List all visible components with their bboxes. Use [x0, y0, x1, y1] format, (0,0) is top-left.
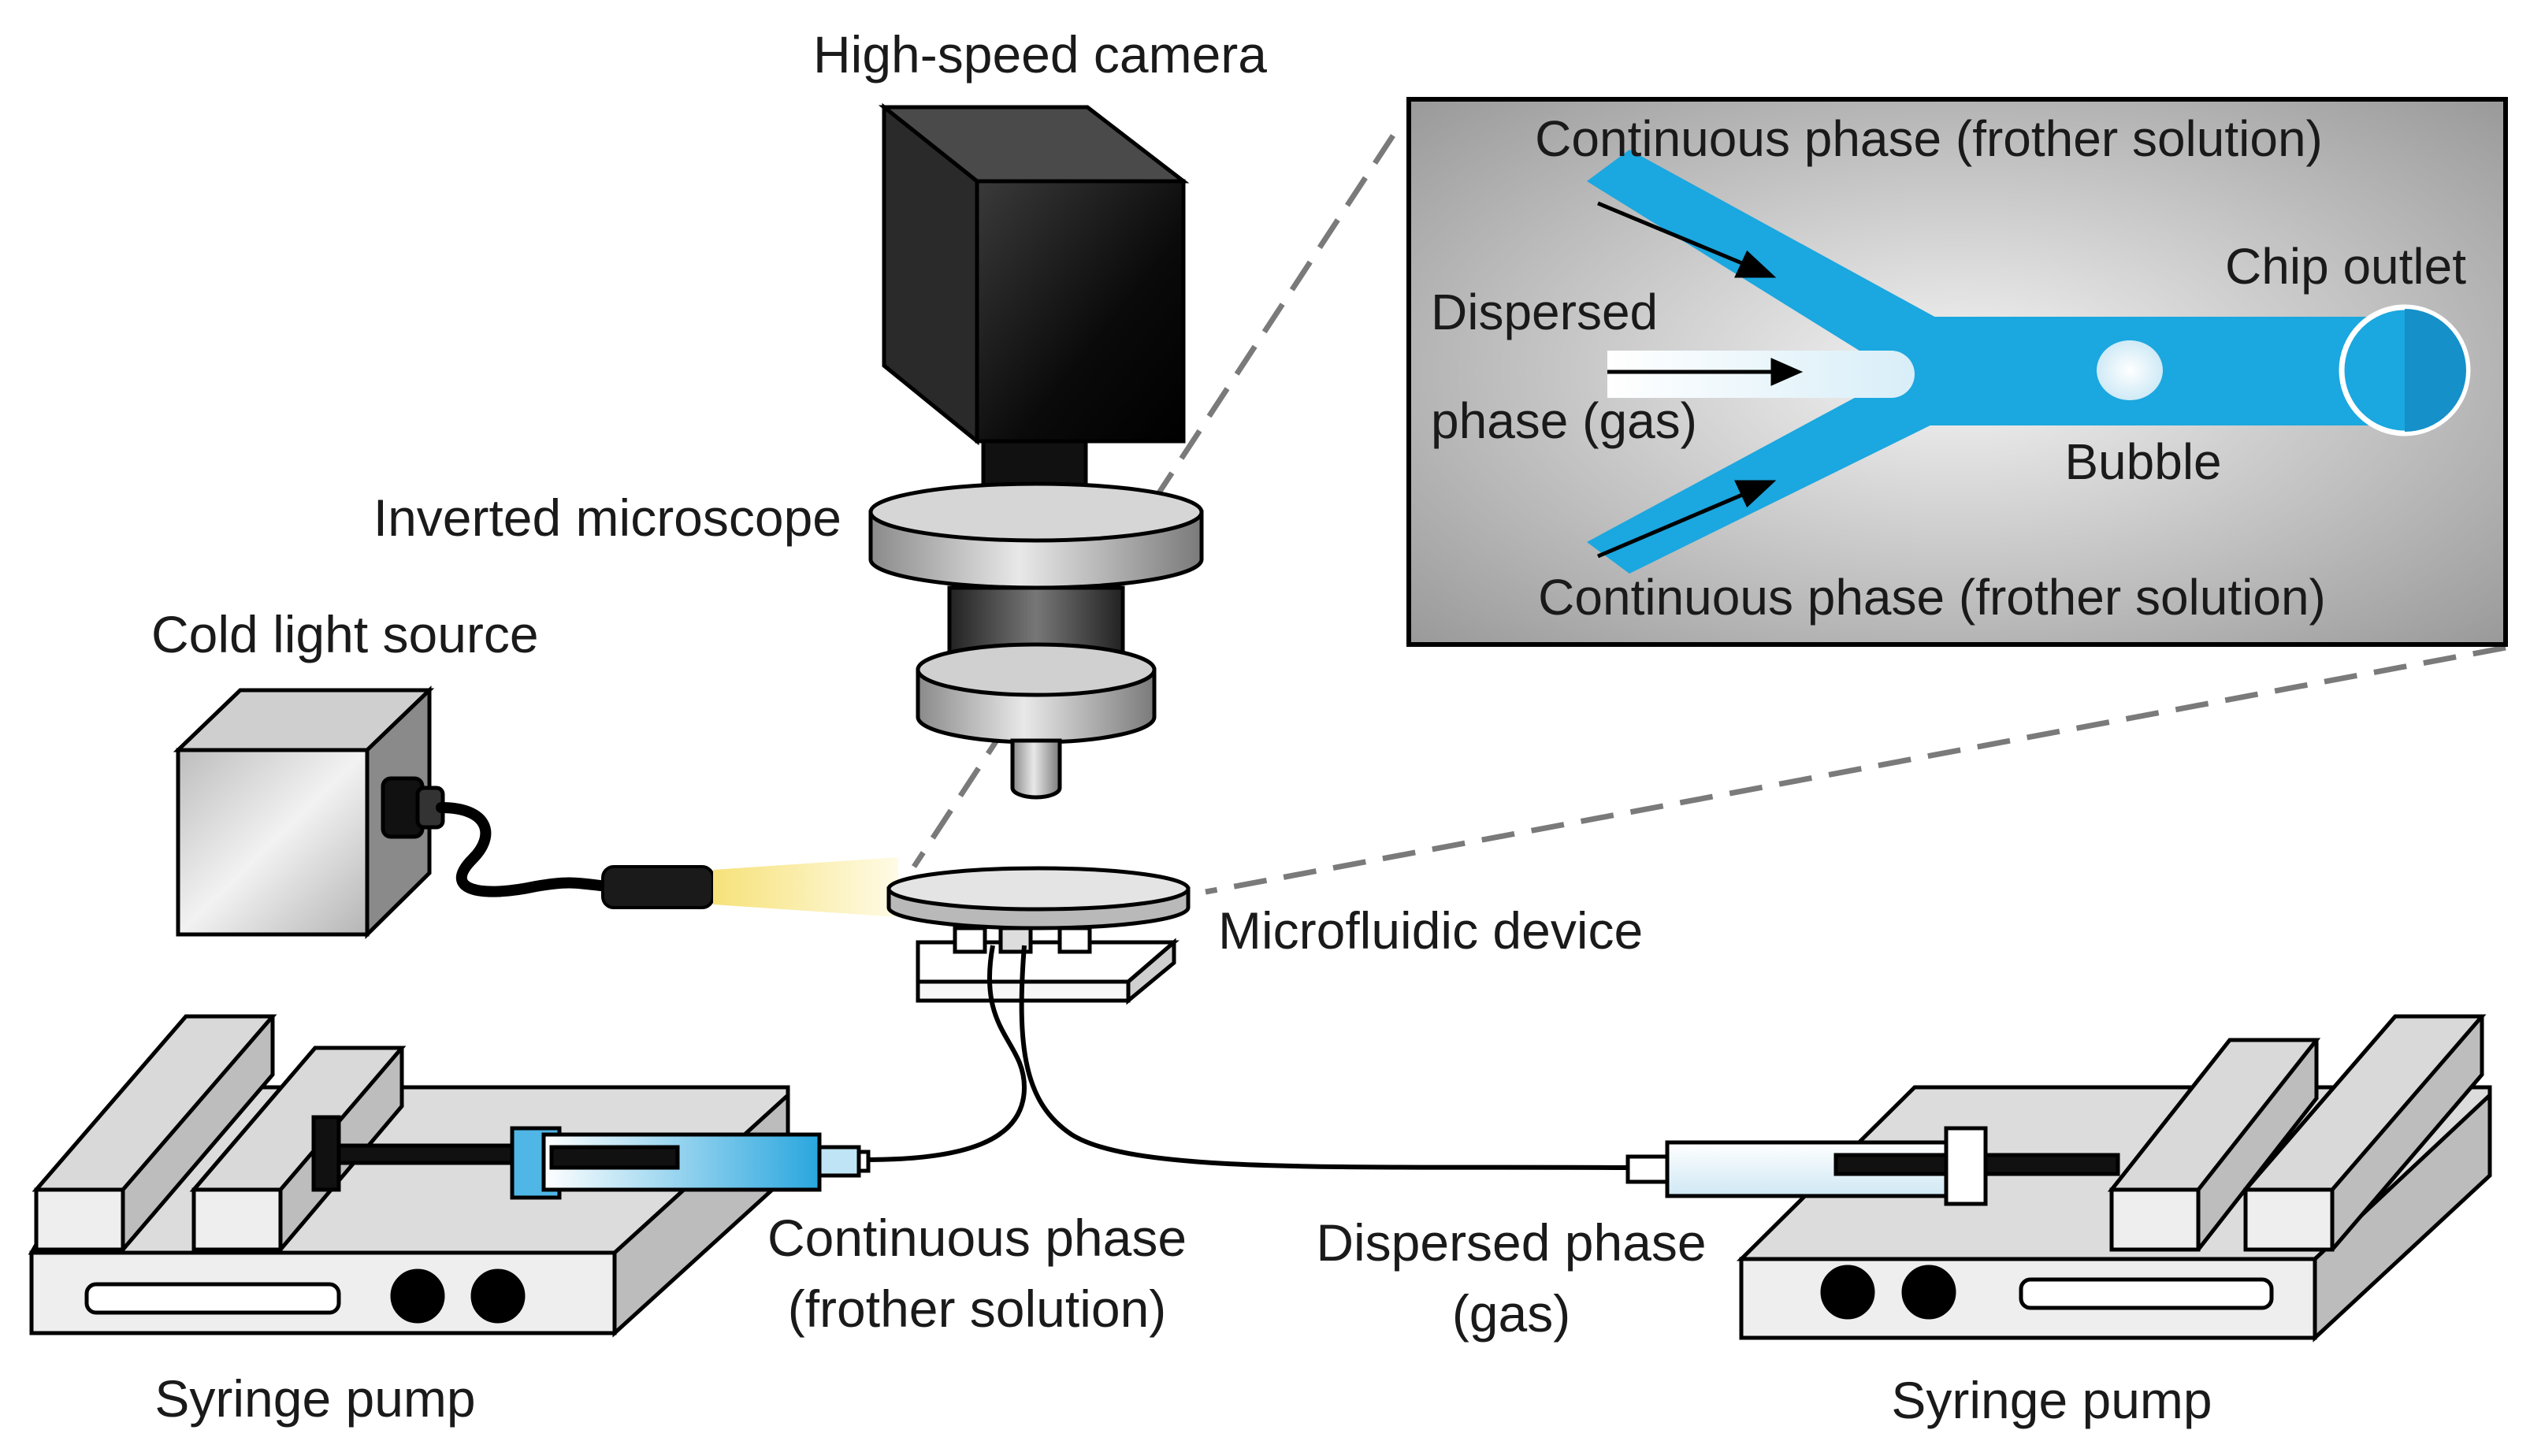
upper-inlet-channel [1587, 150, 1946, 370]
label-syringe-pump-right: Syringe pump [1891, 1371, 2212, 1429]
inset-label-outlet: Chip outlet [2225, 238, 2466, 295]
light-beam [713, 857, 898, 917]
inset-label-dispersed-1: Dispersed [1431, 284, 1658, 340]
bubble-marker [2097, 340, 2163, 400]
label-syringe-pump-left: Syringe pump [154, 1369, 475, 1428]
syringe-pump-right [1625, 1014, 2492, 1343]
inset-label-bubble: Bubble [2064, 433, 2221, 490]
label-continuous-phase-1: Continuous phase [767, 1209, 1187, 1267]
label-continuous-phase-2: (frother solution) [788, 1280, 1167, 1338]
label-device: Microfluidic device [1218, 901, 1643, 960]
cold-light-source [173, 685, 445, 939]
inset-label-bottom: Continuous phase (frother solution) [1538, 569, 2326, 626]
channel-inset-panel [1406, 97, 2508, 647]
inverted-microscope [868, 481, 1204, 800]
label-dispersed-phase-2: (gas) [1452, 1284, 1570, 1343]
syringe-pump-left [28, 1014, 871, 1338]
inset-label-dispersed-2: phase (gas) [1431, 392, 1697, 449]
microfluidic-device [886, 866, 1191, 1005]
tubing [864, 945, 1629, 1170]
labels: High-speed camera Inverted microscope Co… [151, 25, 2466, 1429]
label-camera: High-speed camera [813, 25, 1267, 84]
label-light-source: Cold light source [151, 605, 539, 663]
high-speed-camera [878, 102, 1190, 513]
zoom-guide-lines [912, 134, 2506, 895]
light-guide-cable [436, 802, 612, 897]
label-dispersed-phase-1: Dispersed phase [1316, 1213, 1706, 1272]
light-guide-head [601, 865, 715, 909]
label-microscope: Inverted microscope [373, 488, 841, 547]
gas-inlet-stream [1607, 351, 1915, 398]
inset-label-top: Continuous phase (frother solution) [1535, 110, 2323, 167]
